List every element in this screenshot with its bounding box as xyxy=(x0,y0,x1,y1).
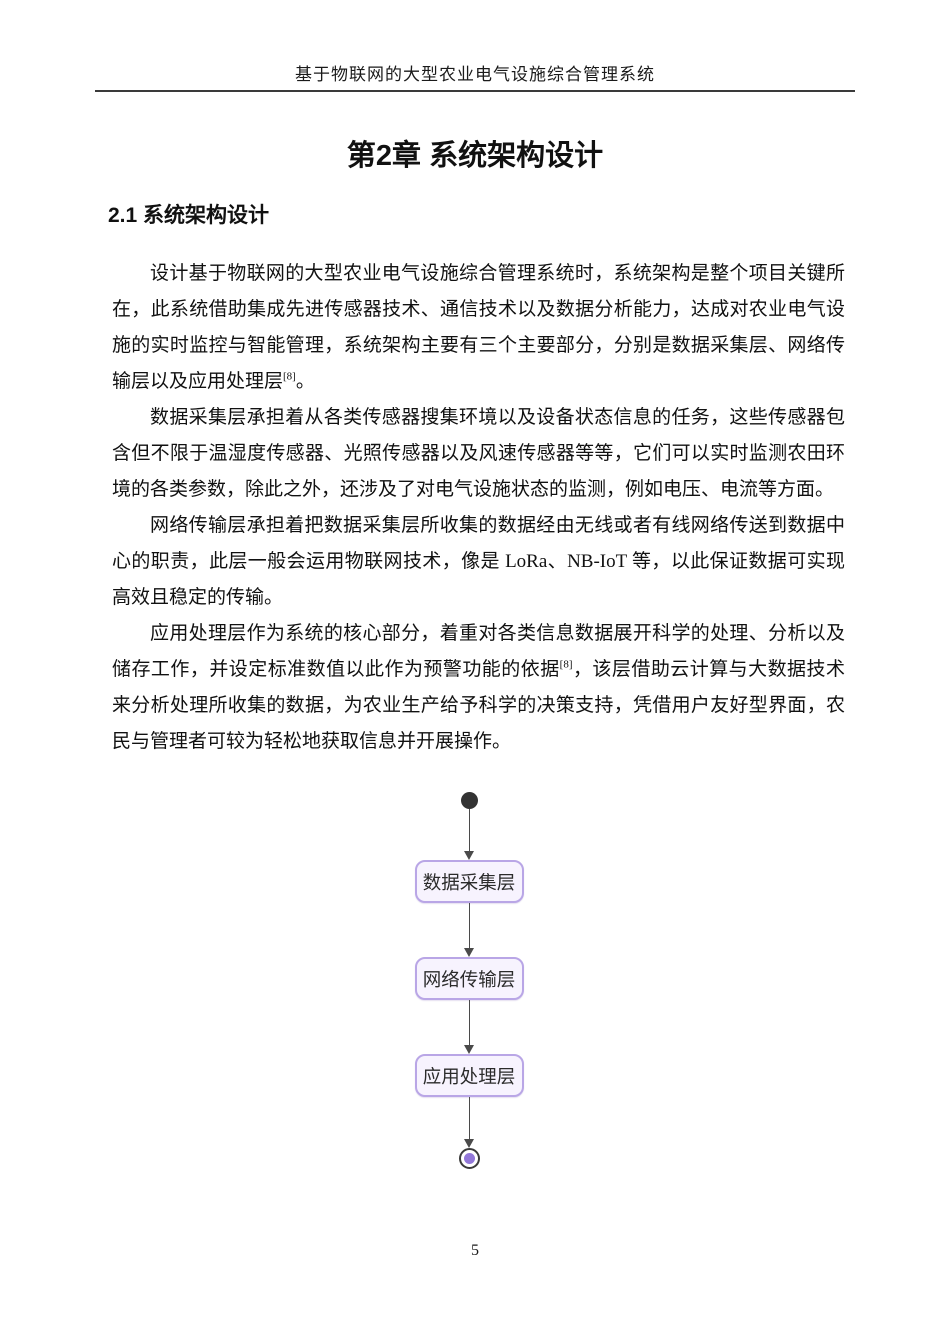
arrow-head-icon xyxy=(464,1139,474,1148)
arrow-line-icon xyxy=(468,1000,470,1045)
flow-arrow xyxy=(464,1000,474,1054)
end-node-icon xyxy=(458,1148,480,1169)
arrow-head-icon xyxy=(464,948,474,957)
chapter-title: 第2章 系统架构设计 xyxy=(346,140,604,172)
paragraph-3: 网络传输层承担着把数据采集层所收集的数据经由无线或者有线网络传送到数据中心的职责… xyxy=(112,515,845,608)
flow-node-label: 应用处理层 xyxy=(422,1065,516,1087)
flow-arrow xyxy=(464,1097,474,1148)
citation-ref: [8] xyxy=(559,658,573,671)
end-node-inner-icon xyxy=(463,1153,475,1164)
body-text: 设计基于物联网的大型农业电气设施综合管理系统时，系统架构是整个项目关键所在，此系… xyxy=(112,256,845,760)
paragraph-4: 应用处理层作为系统的核心部分，着重对各类信息数据展开科学的处理、分析以及储存工作… xyxy=(112,616,845,760)
section-heading: 2.1 系统架构设计 xyxy=(108,204,270,227)
paragraph-4-text-end: ，该层借助云计算与大数据技术来分析处理所收集的数据，为农业生产给予科学的决策支持… xyxy=(112,659,845,752)
paragraph-2: 数据采集层承担着从各类传感器搜集环境以及设备状态信息的任务，这些传感器包含但不限… xyxy=(112,407,845,500)
arrow-head-icon xyxy=(464,1045,474,1054)
flow-node-label: 数据采集层 xyxy=(422,871,516,893)
running-header-text: 基于物联网的大型农业电气设施综合管理系统 xyxy=(295,65,655,84)
flow-node-network-transport-layer: 网络传输层 xyxy=(414,957,524,1000)
flow-node-label: 网络传输层 xyxy=(422,968,516,990)
citation-ref: [8] xyxy=(283,370,296,383)
flow-arrow xyxy=(464,903,474,957)
arrow-line-icon xyxy=(468,903,470,948)
running-header: 基于物联网的大型农业电气设施综合管理系统 xyxy=(95,60,855,92)
page-number: 5 xyxy=(471,1242,479,1259)
arrow-head-icon xyxy=(464,851,474,860)
paragraph-1-text: 设计基于物联网的大型农业电气设施综合管理系统时，系统架构是整个项目关键所在，此系… xyxy=(112,263,845,392)
paragraph-1: 设计基于物联网的大型农业电气设施综合管理系统时，系统架构是整个项目关键所在，此系… xyxy=(112,256,845,400)
flowchart: 数据采集层 网络传输层 应用处理层 xyxy=(409,792,529,1169)
arrow-line-icon xyxy=(468,809,470,851)
paragraph-4-text: 应用处理层作为系统的核心部分，着重对各类信息数据展开科学的处理、分析以及储存工作… xyxy=(112,623,845,680)
flow-node-data-collection-layer: 数据采集层 xyxy=(414,860,524,903)
start-node-icon xyxy=(460,792,478,809)
flow-arrow xyxy=(464,809,474,860)
flow-node-application-processing-layer: 应用处理层 xyxy=(414,1054,524,1097)
paragraph-1-text-end: 。 xyxy=(295,371,315,392)
arrow-line-icon xyxy=(468,1097,470,1139)
